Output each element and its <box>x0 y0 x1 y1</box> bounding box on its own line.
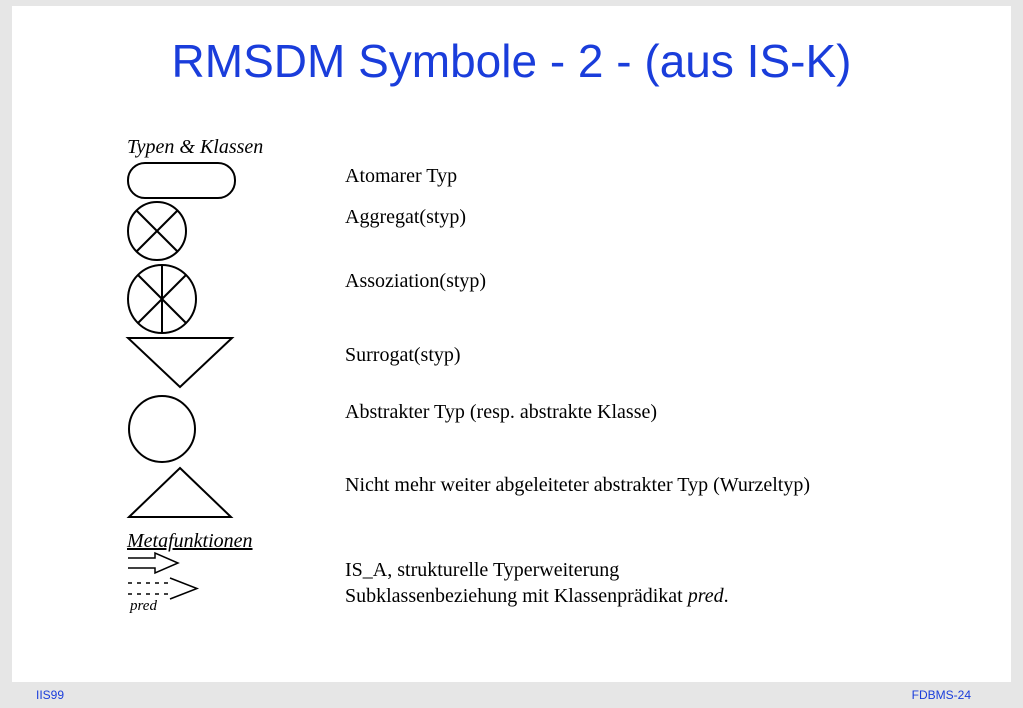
label-root-type: Nicht mehr weiter abgeleiteter abstrakte… <box>345 474 810 496</box>
label-subclass-prefix: Subklassenbeziehung mit Klassenprädikat <box>345 585 688 607</box>
circle-with-x-icon <box>127 201 187 261</box>
rounded-rectangle-icon <box>127 162 236 199</box>
downward-triangle-icon <box>125 337 235 389</box>
circle-with-x-and-vertical-icon <box>127 264 197 334</box>
slide-canvas <box>12 6 1011 682</box>
label-abstract-type: Abstrakter Typ (resp. abstrakte Klasse) <box>345 401 658 423</box>
slide-title: RMSDM Symbole - 2 - (aus IS-K) <box>171 35 852 87</box>
label-aggregate: Aggregat(styp) <box>345 206 467 228</box>
label-subclass: Subklassenbeziehung mit Klassenprädikat … <box>345 585 729 608</box>
label-subclass-pred: pred <box>687 585 724 607</box>
dashed-arrow-icon <box>128 577 200 600</box>
section-heading-meta: Metafunktionen <box>127 530 253 552</box>
label-association: Assoziation(styp) <box>345 270 487 292</box>
section-heading-types: Typen & Klassen <box>127 136 264 158</box>
outlined-arrow-icon <box>128 551 180 575</box>
label-subclass-suffix: . <box>723 585 729 607</box>
label-atomic-type: Atomarer Typ <box>345 165 458 187</box>
footer-right: FDBMS-24 <box>911 688 971 702</box>
circle-icon <box>128 395 196 463</box>
label-surrogate: Surrogat(styp) <box>345 344 461 366</box>
label-is-a: IS_A, strukturelle Typerweiterung <box>345 559 620 581</box>
upward-triangle-icon <box>126 466 234 518</box>
arrow-label-pred: pred <box>130 598 157 614</box>
footer-left: IIS99 <box>36 688 65 702</box>
